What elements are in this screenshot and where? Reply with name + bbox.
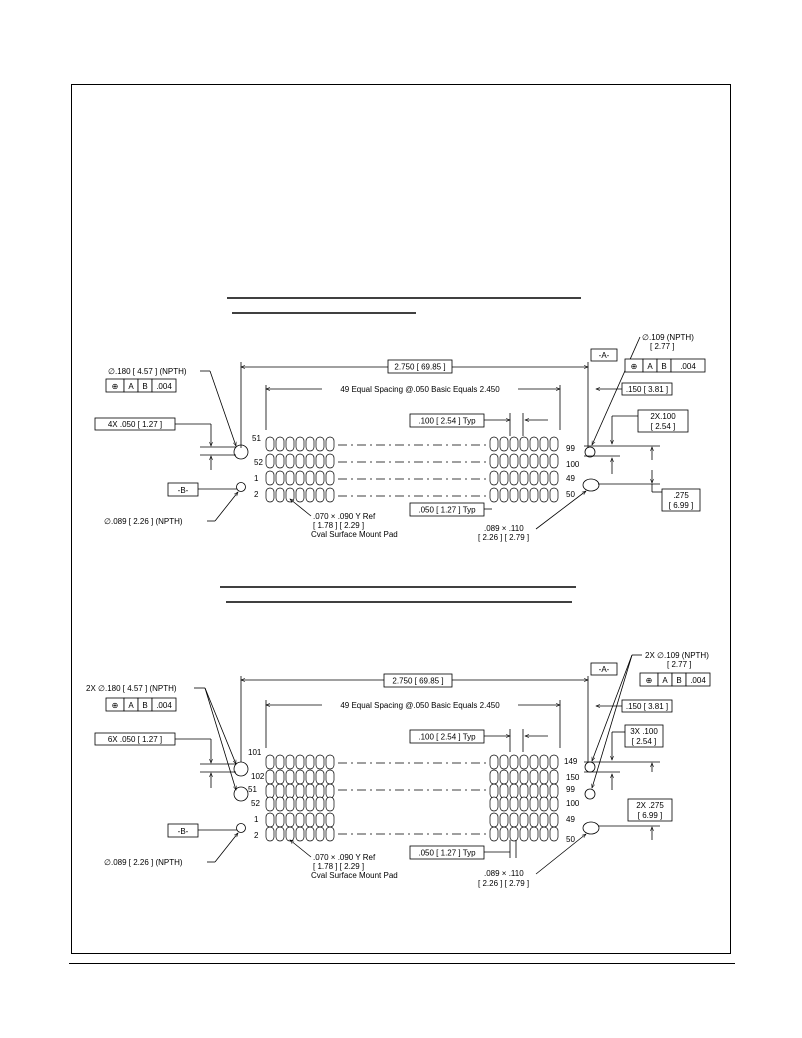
view1-pad-callout-1: .070 × .090 Y Ref xyxy=(313,512,376,521)
view1-pitch-box xyxy=(409,413,485,428)
view2-large-mount-hole-2 xyxy=(233,786,249,802)
view2-2x275-dim: 2X .275 xyxy=(636,801,664,810)
view2-datum-b: -B- xyxy=(178,827,189,836)
view1-diagram: 2.750 [ 69.85 ] 49 Equal Spacing @.050 B… xyxy=(94,297,706,542)
view1-small-hole-callout: ∅.089 [ 2.26 ] (NPTH) xyxy=(104,517,183,526)
view1-gtol-left-datum-b: B xyxy=(142,382,147,391)
view1-pad-callout-3: Cval Surface Mount Pad xyxy=(311,530,398,539)
view2-gtol-left-datum-a: A xyxy=(128,701,134,710)
view1-gtol-right-datum-b: B xyxy=(661,362,666,371)
view1-large-mount-hole xyxy=(233,444,249,460)
view1-right-slot xyxy=(582,478,600,492)
view1-slot-callout-2: [ 2.26 ] [ 2.79 ] xyxy=(478,533,529,542)
view2-large-mount-hole-1 xyxy=(233,761,249,777)
view2-right-slot xyxy=(582,821,600,835)
view1-pin-52: 52 xyxy=(254,458,263,467)
view2-pin-102: 102 xyxy=(251,772,265,781)
view2-pitch-typ: .100 [ 2.54 ] Typ xyxy=(418,733,476,742)
view2-pin-2: 2 xyxy=(254,831,259,840)
view2-datum-a: -A- xyxy=(599,665,610,674)
view1-right-hole-callout-mm: [ 2.77 ] xyxy=(650,342,674,351)
view1-right-hole-callout: ∅.109 (NPTH) xyxy=(642,333,694,342)
view1-pin-99: 99 xyxy=(566,444,575,453)
view2-pin-51: 51 xyxy=(248,785,257,794)
view2-small-mount-hole xyxy=(236,823,246,833)
view1-right-mount-hole xyxy=(584,446,596,458)
view1-150-dim: .150 [ 3.81 ] xyxy=(626,385,668,394)
view1-gtol-right-tolerance: .004 xyxy=(680,362,696,371)
page-bottom-rule xyxy=(69,963,735,964)
view2-right-mount-hole-2 xyxy=(584,788,596,800)
view1-row-pitch-typ: .050 [ 1.27 ] Typ xyxy=(418,506,476,515)
view2-pin-99: 99 xyxy=(566,785,575,794)
view2-gtol-right-tolerance: .004 xyxy=(690,676,706,685)
view2-gtol-right-datum-a: A xyxy=(662,676,668,685)
view2-right-mount-hole-1 xyxy=(584,761,596,773)
view1-gtol-left-datum-a: A xyxy=(128,382,134,391)
view1-datum-a: -A- xyxy=(599,351,610,360)
view2-pad-callout-1: .070 × .090 Y Ref xyxy=(313,853,376,862)
view2-pad-array xyxy=(265,754,559,842)
view2-6x-dim: 6X .050 [ 1.27 ] xyxy=(108,735,162,744)
view2-row-pitch-typ: .050 [ 1.27 ] Typ xyxy=(418,849,476,858)
view1-gtol-left-tolerance: .004 xyxy=(156,382,172,391)
view1-slot-callout-1: .089 × .110 xyxy=(484,524,524,533)
view1-spacing-dim: 49 Equal Spacing @.050 Basic Equals 2.45… xyxy=(340,385,500,394)
view2-pad-callout-2: [ 1.78 ] [ 2.29 ] xyxy=(313,862,364,871)
view2-2x275-dim-mm: [ 6.99 ] xyxy=(638,811,662,820)
view2-pin-150: 150 xyxy=(566,773,580,782)
view2-gtol-left-symbol-icon: ⊕ xyxy=(112,701,119,710)
view1-overall-dim: 2.750 [ 69.85 ] xyxy=(394,363,445,372)
view1-gtol-right-datum-a: A xyxy=(647,362,653,371)
view2-pin-149: 149 xyxy=(564,757,578,766)
view2-pin-100: 100 xyxy=(566,799,580,808)
view2-gtol-left-datum-b: B xyxy=(142,701,147,710)
view2-overall-dim: 2.750 [ 69.85 ] xyxy=(392,677,443,686)
view1-275-dim: .275 xyxy=(673,491,689,500)
view1-overall-dim-box xyxy=(387,359,453,374)
view1-pin-49: 49 xyxy=(566,474,575,483)
view1-2x100-dim: 2X.100 xyxy=(650,412,676,421)
view2-150-dim: .150 [ 3.81 ] xyxy=(626,702,668,711)
view2-pin-50: 50 xyxy=(566,835,575,844)
view1-large-hole-callout: ∅.180 [ 4.57 ] (NPTH) xyxy=(108,367,187,376)
view1-275-dim-mm: [ 6.99 ] xyxy=(669,501,693,510)
view1-pad-callout-2: [ 1.78 ] [ 2.29 ] xyxy=(313,521,364,530)
view2-gtol-right-datum-b: B xyxy=(676,676,681,685)
view2-pin-1: 1 xyxy=(254,815,259,824)
view2-small-hole-callout: ∅.089 [ 2.26 ] (NPTH) xyxy=(104,858,183,867)
view1-small-mount-hole xyxy=(236,482,246,492)
view2-large-hole-callout: 2X ∅.180 [ 4.57 ] (NPTH) xyxy=(86,684,177,693)
view2-pin-49: 49 xyxy=(566,815,575,824)
view2-3x100-dim: 3X .100 xyxy=(630,727,658,736)
view2-right-hole-callout: 2X ∅.109 (NPTH) xyxy=(645,651,709,660)
view2-slot-callout-1: .089 × .110 xyxy=(484,869,524,878)
view1-2x100-dim-mm: [ 2.54 ] xyxy=(651,422,675,431)
view2-pin-101: 101 xyxy=(248,748,262,757)
view1-datum-b: -B- xyxy=(178,486,189,495)
view2-slot-callout-2: [ 2.26 ] [ 2.79 ] xyxy=(478,879,529,888)
view1-pin-51: 51 xyxy=(252,434,261,443)
view1-pad-array xyxy=(265,436,559,503)
view1-gtol-left-symbol-icon: ⊕ xyxy=(112,382,119,391)
view1-pin-100: 100 xyxy=(566,460,580,469)
view2-gtol-left-tolerance: .004 xyxy=(156,701,172,710)
view2-pad-callout-3: Cval Surface Mount Pad xyxy=(311,871,398,880)
view1-4x-dim: 4X .050 [ 1.27 ] xyxy=(108,420,162,429)
view2-3x100-dim-mm: [ 2.54 ] xyxy=(632,737,656,746)
drawing-frame xyxy=(71,84,731,954)
view2-diagram: 2.750 [ 69.85 ] 49 Equal Spacing @.050 B… xyxy=(86,586,711,888)
view1-pin-1: 1 xyxy=(254,474,259,483)
view2-spacing-dim: 49 Equal Spacing @.050 Basic Equals 2.45… xyxy=(340,701,500,710)
view2-pin-52: 52 xyxy=(251,799,260,808)
view1-pin-50: 50 xyxy=(566,490,575,499)
view1-pin-2: 2 xyxy=(254,490,259,499)
view2-gtol-right-symbol-icon: ⊕ xyxy=(646,676,653,685)
view2-right-hole-callout-mm: [ 2.77 ] xyxy=(667,660,691,669)
view1-pitch-typ: .100 [ 2.54 ] Typ xyxy=(418,417,476,426)
view1-gtol-right-symbol-icon: ⊕ xyxy=(631,362,638,371)
